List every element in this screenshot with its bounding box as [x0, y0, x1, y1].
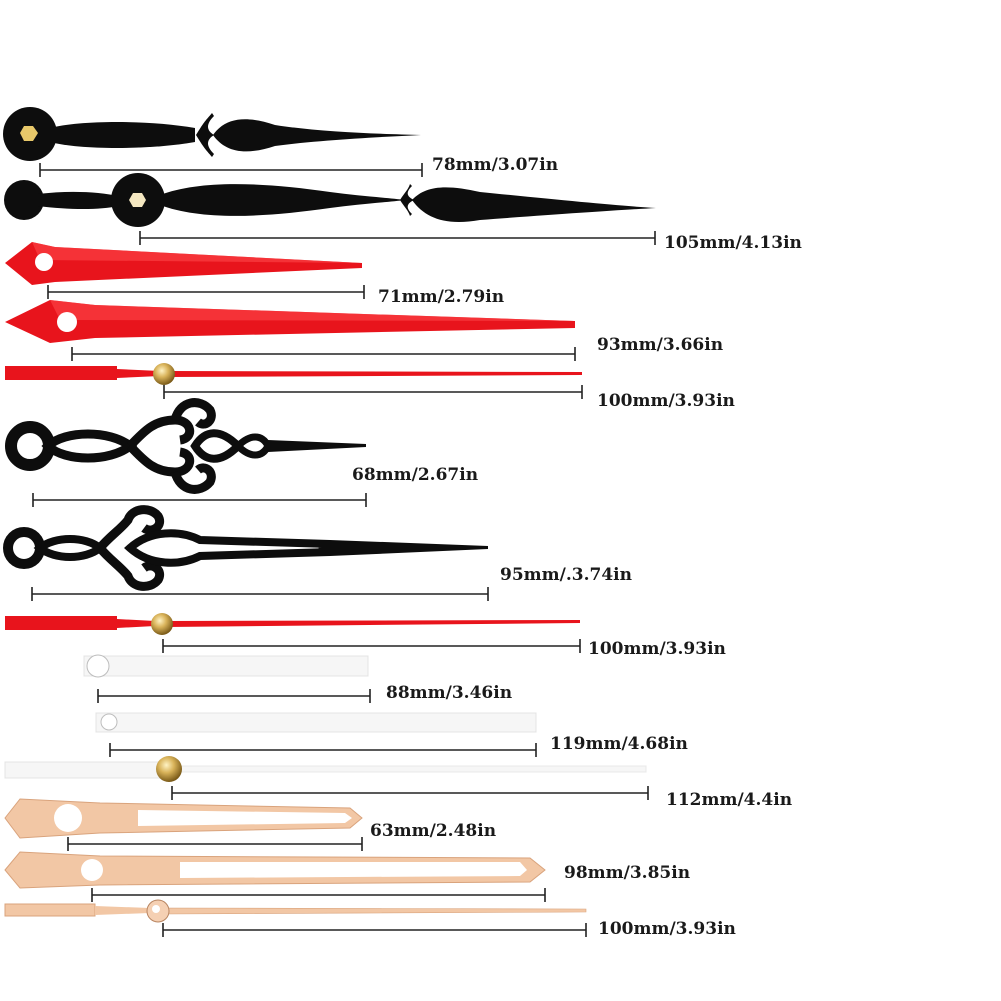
dimension-line-8 [162, 639, 581, 653]
dimension-line-1 [39, 163, 423, 177]
dimension-line-2 [139, 231, 656, 245]
dimension-label-10: 119mm/4.68in [550, 734, 688, 754]
white-bar-hour-hand [83, 654, 369, 678]
brass-cap-2 [151, 613, 173, 635]
black-spade-hour-hand [3, 107, 421, 161]
rose-gold-second-hand [4, 899, 587, 923]
dimension-line-5 [163, 385, 583, 399]
dimension-line-12 [67, 837, 363, 851]
red-second-hand [5, 363, 582, 385]
brass-cap-3 [156, 756, 182, 782]
black-spade-minute-hand [4, 173, 656, 227]
dimension-line-11 [171, 786, 649, 800]
dimension-label-6: 68mm/2.67in [352, 465, 478, 485]
black-ornate-hour-hand [5, 398, 366, 494]
dimension-line-4 [71, 347, 576, 361]
dimension-line-13 [91, 888, 546, 902]
red-sword-minute-hand [5, 300, 575, 343]
dimension-label-4: 93mm/3.66in [597, 335, 723, 355]
red-sword-hour-hand [5, 242, 362, 285]
dimension-label-8: 100mm/3.93in [588, 639, 726, 659]
brass-cap [153, 363, 175, 385]
dimension-label-9: 88mm/3.46in [386, 683, 512, 703]
dimension-line-6 [32, 493, 367, 507]
rose-gold-skeleton-hour-hand [4, 798, 363, 839]
dimension-label-13: 98mm/3.85in [564, 863, 690, 883]
dimension-label-14: 100mm/3.93in [598, 919, 736, 939]
dimension-label-11: 112mm/4.4in [666, 790, 792, 810]
dimension-line-3 [47, 285, 365, 299]
dimension-label-12: 63mm/2.48in [370, 821, 496, 841]
dimension-label-3: 71mm/2.79in [378, 287, 504, 307]
dimension-label-5: 100mm/3.93in [597, 391, 735, 411]
rose-gold-skeleton-minute-hand [4, 851, 546, 889]
dimension-label-1: 78mm/3.07in [432, 155, 558, 175]
black-ornate-minute-hand [3, 505, 488, 591]
dimension-label-7: 95mm/.3.74in [500, 565, 632, 585]
white-bar-second-hand [4, 756, 647, 782]
white-bar-minute-hand [95, 712, 537, 733]
red-second-hand-2 [5, 613, 580, 635]
dimension-line-7 [31, 587, 489, 601]
dimension-line-14 [162, 923, 587, 937]
dimension-label-2: 105mm/4.13in [664, 233, 802, 253]
dimension-line-9 [97, 689, 371, 703]
dimension-line-10 [109, 743, 537, 757]
